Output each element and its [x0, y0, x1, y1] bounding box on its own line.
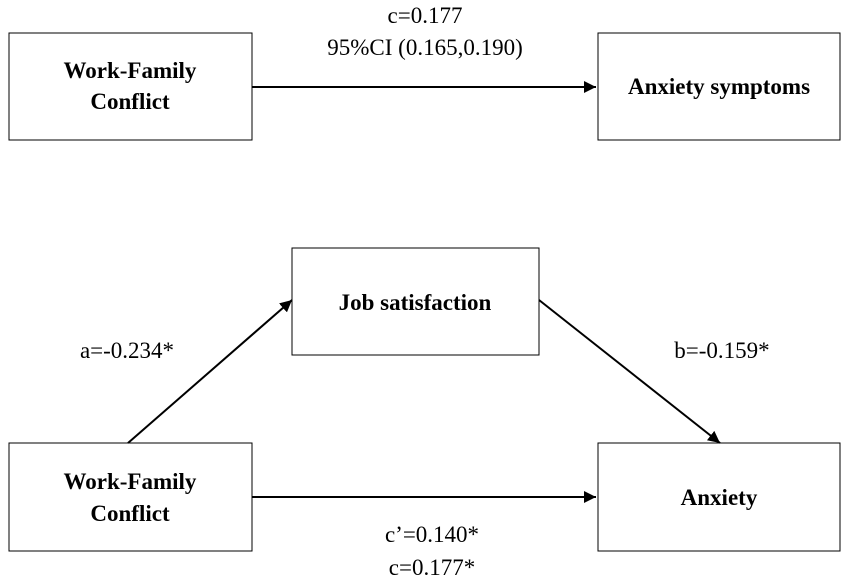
predictor-label-bottom-line1: Work-Family: [64, 469, 197, 494]
outcome-box-bottom: [597, 442, 841, 552]
outcome-label-top: Anxiety symptoms: [628, 74, 810, 99]
mediator-label: Job satisfaction: [339, 290, 492, 315]
mediation-panel: Job satisfaction Work-Family Conflict An…: [8, 247, 841, 580]
a-coefficient-label: a=-0.234*: [80, 338, 174, 363]
outcome-box-top: [597, 32, 841, 141]
b-coefficient-label: b=-0.159*: [674, 338, 769, 363]
c-prime-coefficient-label: c’=0.140*: [385, 522, 479, 547]
outcome-label-bottom: Anxiety: [681, 485, 758, 510]
c-coefficient-label-top: c=0.177: [388, 3, 463, 28]
predictor-label-top-line2: Conflict: [90, 89, 170, 114]
predictor-label-bottom-line2: Conflict: [90, 501, 170, 526]
mediator-box: [291, 247, 540, 356]
predictor-box-bottom: [8, 442, 253, 552]
predictor-box-top: [8, 32, 253, 141]
c-coefficient-label-bottom: c=0.177*: [389, 555, 475, 580]
a-path-arrow: [127, 299, 293, 444]
confidence-interval-label: 95%CI (0.165,0.190): [327, 35, 522, 60]
total-effect-panel: Work-Family Conflict Anxiety symptoms c=…: [8, 3, 841, 141]
predictor-label-top-line1: Work-Family: [64, 58, 197, 83]
b-path-arrow: [538, 299, 721, 444]
